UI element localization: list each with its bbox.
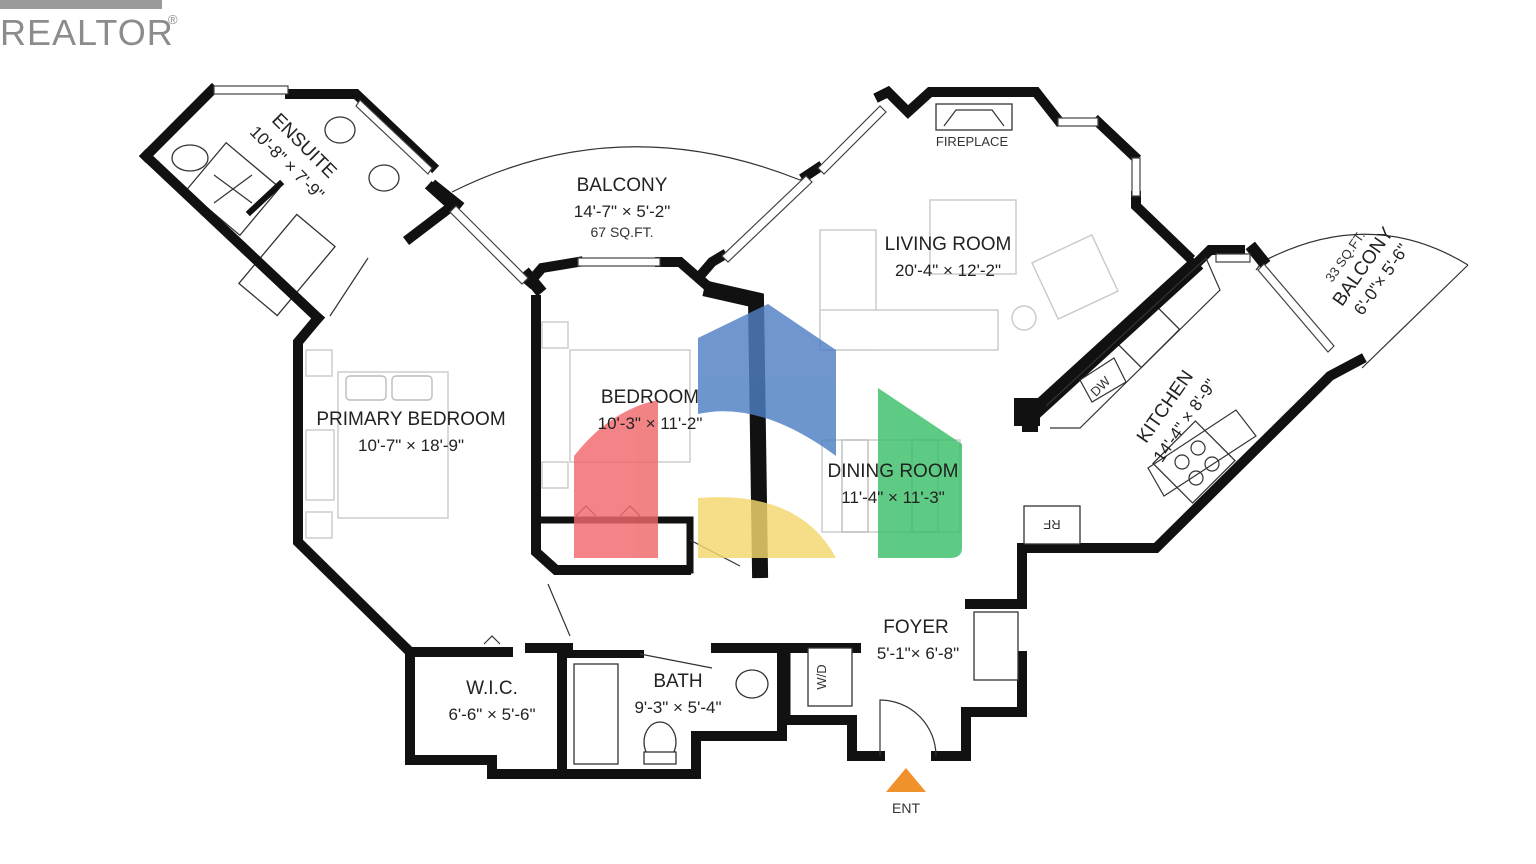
watermark-blue-shape — [698, 304, 836, 456]
dishwasher-label: DW — [1087, 373, 1113, 399]
living-room-name: LIVING ROOM — [885, 234, 1012, 255]
watermark-yellow-shape — [698, 497, 836, 558]
plumbing-fixtures — [171, 103, 1236, 765]
bedroom-dims: 10'-3" × 11'-2" — [598, 414, 703, 433]
watermark-logo — [574, 304, 962, 558]
foyer-dims: 5'-1"× 6'-8" — [877, 644, 959, 663]
balcony-main-dims: 14'-7" × 5'-2" — [574, 202, 671, 221]
entry-marker-icon — [886, 768, 926, 792]
bath-name: BATH — [653, 671, 702, 692]
dining-room-name: DINING ROOM — [828, 461, 959, 482]
cabinetry — [807, 256, 1257, 707]
primary-bedroom-dims: 10'-7" × 18'-9" — [358, 436, 464, 455]
logo-bar — [0, 0, 162, 9]
balcony-main-area: 67 SQ.FT. — [590, 224, 653, 240]
fireplace-label: FIREPLACE — [936, 134, 1009, 149]
realtor-logo: REALTOR — [0, 12, 174, 53]
washer-dryer-label: W/D — [814, 664, 829, 689]
balcony-main-name: BALCONY — [577, 175, 668, 196]
living-room-dims: 20'-4" × 12'-2" — [895, 261, 1001, 280]
bedroom-name: BEDROOM — [601, 387, 699, 408]
doors — [329, 257, 937, 757]
windows — [213, 85, 1335, 353]
watermark-green-shape — [878, 388, 962, 558]
watermark-red-shape — [574, 400, 658, 558]
dining-room-dims: 11'-4" × 11'-3" — [841, 488, 944, 507]
bath-dims: 9'-3" × 5'-4" — [634, 698, 721, 717]
primary-bedroom-name: PRIMARY BEDROOM — [316, 409, 505, 430]
registered-mark: ® — [168, 12, 178, 27]
refrigerator-label: RF — [1043, 517, 1060, 532]
wic-name: W.I.C. — [466, 678, 518, 699]
wic-dims: 6'-6" × 5'-6" — [448, 705, 535, 724]
entry-label: ENT — [892, 800, 920, 816]
foyer-name: FOYER — [883, 617, 948, 638]
